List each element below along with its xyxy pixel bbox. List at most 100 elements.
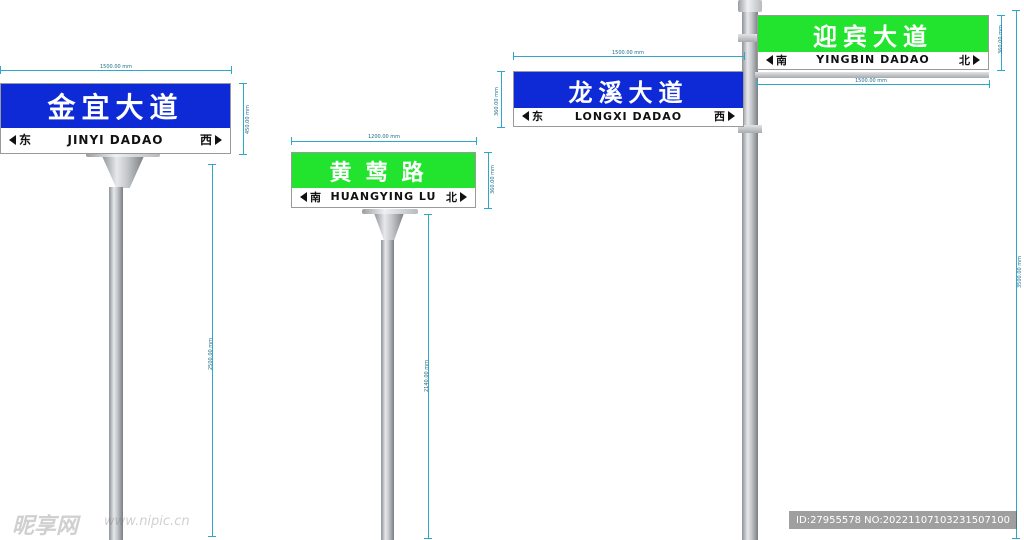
pole-huangying: [381, 240, 394, 540]
dimension-tick: [0, 66, 1, 74]
dimension-tick: [997, 70, 1005, 71]
arrow-right-icon: [972, 54, 980, 65]
street-sign-huangying: 黄莺路 南 HUANGYING LU 北: [291, 152, 476, 208]
image-id-text: ID:27955578 NO:20221107103231507100: [796, 514, 1010, 526]
dimension-tick: [497, 127, 505, 128]
sign-title-bar: 金宜大道: [1, 84, 230, 128]
dimension-tick: [424, 214, 432, 215]
watermark-url: www.nipic.cn: [104, 514, 190, 529]
dimension-tick: [1012, 538, 1020, 539]
direction-left-label: 南: [310, 190, 321, 204]
direction-right-label: 北: [958, 53, 970, 67]
sign-bracket-lower: [738, 125, 762, 133]
road-name-pinyin: YINGBIN DADAO: [816, 53, 930, 66]
dimension-tick: [208, 164, 216, 165]
direction-left-label: 东: [532, 110, 543, 123]
dimension-tick: [744, 52, 745, 60]
dimension-label-height-huangying: 360.00 mm: [490, 165, 496, 194]
sign-title-bar: 迎宾大道: [758, 16, 988, 52]
dimension-tick: [476, 137, 477, 145]
image-id-badge: ID:27955578 NO:20221107103231507100: [789, 511, 1017, 529]
watermark-brand: 昵享网: [12, 508, 78, 540]
dimension-label-height-yingbin: 360.00 mm: [998, 25, 1004, 54]
dimension-label-pole-huangying: 2140.00 mm: [424, 359, 430, 392]
dimension-line-height-longxi: [501, 71, 502, 127]
dimension-tick: [497, 71, 505, 72]
arrow-right-icon: [459, 191, 467, 202]
sign-title: 金宜大道: [47, 91, 184, 124]
sign-direction-bar: 南 HUANGYING LU 北: [292, 186, 475, 207]
sign-bracket-upper: [738, 34, 762, 42]
dimension-line-height-huangying: [488, 152, 489, 208]
dimension-line-width-jinyi: [0, 70, 231, 71]
direction-right: 北: [959, 52, 980, 68]
dimension-tick: [484, 208, 492, 209]
dimension-line-height-jinyi: [243, 83, 244, 154]
dimension-label-width-jinyi: 1500.00 mm: [100, 64, 133, 70]
direction-right: 北: [446, 189, 467, 205]
arrow-left-icon: [522, 111, 529, 121]
dimension-tick: [1012, 10, 1020, 11]
pole-top-cone-huangying: [374, 213, 404, 241]
pole-cap-huangying: [362, 209, 418, 214]
direction-left: 东: [9, 131, 31, 148]
sign-title-bar: 黄莺路: [292, 153, 475, 188]
dimension-label-pole-jinyi: 2500.00 mm: [208, 337, 214, 370]
direction-right: 西: [200, 131, 222, 148]
watermark-url-text: www.nipic.cn: [104, 514, 190, 529]
dimension-tick: [239, 154, 247, 155]
arrow-left-icon: [9, 134, 16, 145]
dimension-tick: [513, 52, 514, 60]
dimension-line-height-yingbin: [1001, 15, 1002, 70]
dimension-line-pole-huangying: [428, 214, 429, 538]
direction-left-label: 南: [776, 53, 787, 67]
dimension-line-pole-tall: [1016, 10, 1017, 538]
direction-left: 南: [766, 52, 787, 68]
dimension-label-width-yingbin: 1500.00 mm: [855, 78, 888, 84]
pole-cap-jinyi: [86, 151, 160, 157]
dimension-tick: [757, 80, 758, 88]
dimension-label-width-huangying: 1200.00 mm: [368, 134, 401, 140]
watermark-brand-text: 昵享网: [12, 514, 79, 539]
dimension-line-width-longxi: [513, 56, 744, 57]
dimension-tick: [989, 80, 990, 88]
road-name-pinyin: LONGXI DADAO: [574, 109, 683, 123]
sign-direction-bar: 东 JINYI DADAO 西: [1, 126, 230, 153]
dimension-line-width-huangying: [291, 141, 476, 142]
road-name-pinyin: JINYI DADAO: [67, 132, 164, 147]
arrow-right-icon: [728, 111, 735, 121]
dimension-tick: [424, 538, 432, 539]
street-sign-jinyi: 金宜大道 东 JINYI DADAO 西: [0, 83, 231, 154]
dimension-label-height-longxi: 360.00 mm: [494, 87, 500, 116]
pole-tall: [742, 0, 758, 540]
sign-title: 黄莺路: [329, 160, 438, 186]
arm-yingbin: [755, 72, 989, 78]
arrow-left-icon: [766, 54, 773, 65]
road-name-pinyin: HUANGYING LU: [330, 190, 437, 203]
dimension-tick: [208, 536, 216, 537]
sign-direction-bar: 南 YINGBIN DADAO 北: [758, 50, 988, 69]
dimension-label-width-longxi: 1500.00 mm: [612, 50, 645, 56]
dimension-tick: [291, 137, 292, 145]
sign-title-bar: 龙溪大道: [514, 72, 743, 108]
dimension-tick: [239, 83, 247, 84]
dimension-line-pole-jinyi: [212, 164, 213, 536]
direction-left-label: 东: [19, 133, 32, 147]
dimension-tick: [231, 66, 232, 74]
dimension-label-pole-tall: 3500.00 mm: [1017, 255, 1023, 288]
direction-left: 东: [522, 108, 543, 124]
arrow-left-icon: [300, 191, 307, 202]
direction-left: 南: [300, 189, 321, 205]
direction-right-label: 西: [199, 133, 212, 147]
pole-top-cone-jinyi: [102, 156, 144, 188]
dimension-line-width-yingbin: [757, 84, 989, 85]
sign-direction-bar: 东 LONGXI DADAO 西: [514, 106, 743, 126]
pole-top-cap: [738, 0, 762, 12]
dimension-tick: [997, 15, 1005, 16]
pole-jinyi: [109, 187, 123, 540]
sign-title: 迎宾大道: [813, 22, 933, 51]
direction-right-label: 西: [714, 110, 725, 123]
direction-right-label: 北: [445, 190, 457, 204]
street-sign-yingbin: 迎宾大道 南 YINGBIN DADAO 北: [757, 15, 989, 70]
dimension-label-height-jinyi: 450.00 mm: [245, 105, 251, 134]
